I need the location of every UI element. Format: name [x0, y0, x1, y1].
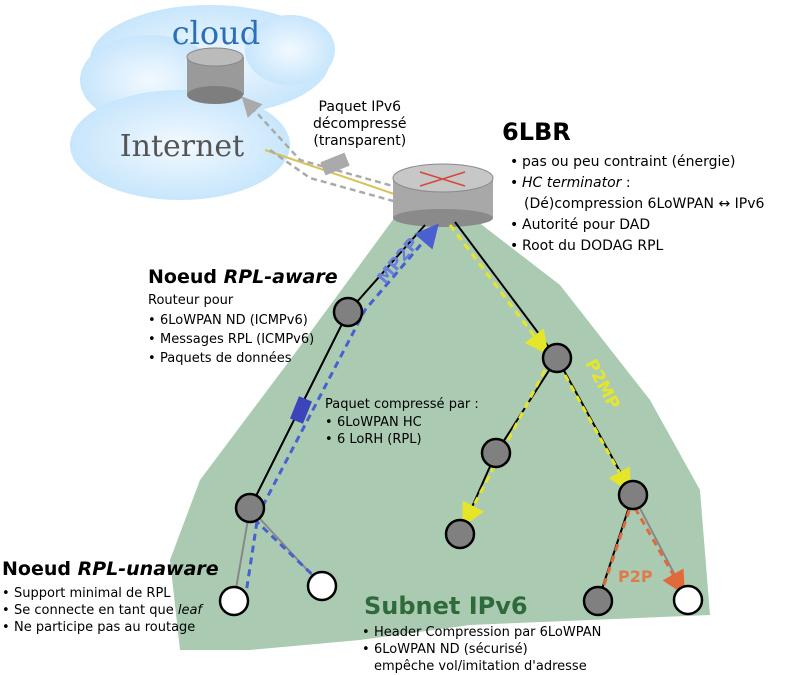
cloud-shape	[70, 5, 335, 200]
compressed-packet-title: Paquet compressé par :	[325, 397, 479, 412]
list-item: Root du DODAG RPL	[510, 236, 764, 257]
rpl-aware-subtitle: Routeur pour	[148, 293, 234, 308]
mp2p-flow	[243, 223, 439, 601]
list-item: Header Compression par 6LoWPAN	[362, 624, 601, 641]
rpl-unaware-title-em: RPL-unaware	[77, 558, 219, 580]
rpl-aware-title-em: RPL-aware	[223, 266, 338, 288]
list-item: Support minimal de RPL	[2, 585, 202, 602]
colon-text: :	[625, 175, 631, 191]
router-icon	[392, 163, 494, 227]
list-item: 6 LoRH (RPL)	[325, 431, 422, 448]
rpl-unaware-title-prefix: Noeud	[2, 558, 78, 580]
lbr-title: 6LBR	[502, 118, 571, 146]
server-icon	[186, 47, 244, 104]
rpl-aware-title-prefix: Noeud	[148, 266, 224, 288]
leaf-text: leaf	[177, 603, 203, 618]
compressed-packet-icon	[290, 396, 312, 424]
list-item: 6LoWPAN ND (sécurisé)	[362, 641, 601, 658]
list-item: Se connecte en tant que leaf	[2, 602, 202, 619]
hc-terminator-text: HC terminator	[522, 175, 622, 191]
ipv6-packet-line: (transparent)	[313, 133, 407, 149]
rpl-unaware-title: Noeud RPL-unaware	[2, 558, 219, 580]
list-item: pas ou peu contraint (énergie)	[510, 152, 764, 173]
rpl-aware-nodes	[234, 296, 649, 617]
p2p-label: P2P	[618, 567, 653, 586]
subnet-region	[170, 208, 710, 650]
subnet-list: Header Compression par 6LoWPAN 6LoWPAN N…	[362, 624, 601, 675]
list-item: Autorité pour DAD	[510, 215, 764, 236]
compressed-packet-list: 6LoWPAN HC 6 LoRH (RPL)	[325, 414, 422, 448]
rpl-aware-title: Noeud RPL-aware	[148, 266, 338, 288]
rpl-aware-list: 6LoWPAN ND (ICMPv6) Messages RPL (ICMPv6…	[148, 311, 314, 368]
compression-text: (Dé)compression 6LoWPAN ↔ IPv6	[524, 196, 765, 212]
ipv6-packet-icon	[320, 152, 350, 176]
ipv6-packet-label: Paquet IPv6 décompressé (transparent)	[313, 99, 407, 150]
list-item-continuation: empêche vol/imitation d'adresse	[374, 659, 587, 674]
lbr-list: pas ou peu contraint (énergie) HC termin…	[510, 152, 764, 257]
list-item: Ne participe pas au routage	[2, 619, 202, 636]
internet-label: Internet	[120, 129, 244, 164]
rpl-unaware-list: Support minimal de RPL Se connecte en ta…	[2, 585, 202, 636]
connect-text: Se connecte en tant que	[14, 603, 178, 618]
ipv6-packet-line: Paquet IPv6	[318, 99, 402, 115]
ipv6-packet-line: décompressé	[313, 116, 407, 132]
list-item: Messages RPL (ICMPv6)	[148, 330, 314, 349]
list-item: 6LoWPAN HC	[325, 414, 422, 431]
list-item: Paquets de données	[148, 349, 314, 368]
list-item: HC terminator :	[510, 173, 764, 194]
p2p-flow	[602, 507, 685, 596]
rpl-unaware-nodes	[218, 570, 704, 617]
list-item-continuation: (Dé)compression 6LoWPAN ↔ IPv6	[510, 194, 764, 215]
subnet-title: Subnet IPv6	[364, 592, 528, 620]
list-item: 6LoWPAN ND (ICMPv6)	[148, 311, 314, 330]
cloud-label: cloud	[172, 14, 261, 52]
